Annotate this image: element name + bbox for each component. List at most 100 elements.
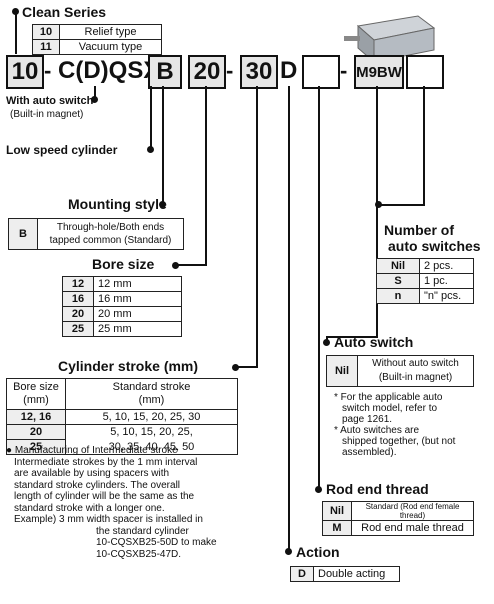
leader-line	[205, 86, 207, 266]
note-line: length of cylinder will be the same as t…	[6, 491, 242, 503]
num-switches-table: Nil2 pcs. S1 pc. n"n" pcs.	[376, 258, 474, 304]
switch-note: shipped together, (but not	[334, 436, 455, 447]
leader-dot	[375, 201, 382, 208]
rod-end-box	[302, 55, 340, 89]
num-code: Nil	[377, 259, 420, 274]
leader-line	[162, 86, 164, 204]
num-value: "n" pcs.	[420, 289, 474, 304]
bore-box: 20	[188, 55, 226, 89]
bore-code: 20	[63, 307, 94, 322]
note-line: Example) 3 mm width spacer is installed …	[6, 514, 242, 526]
num-switch-box	[406, 55, 444, 89]
auto-switch-desc: Without auto switch (Built-in magnet)	[358, 356, 474, 387]
action-code: D	[280, 57, 297, 85]
bore-code: 12	[63, 277, 94, 292]
mount-code: B	[9, 219, 38, 250]
leader-dot	[147, 146, 154, 153]
auto-switch-desc-1: Without auto switch	[362, 357, 469, 371]
stroke-head-std-1: Standard stroke	[70, 381, 233, 394]
auto-switch-title: Auto switch	[334, 334, 413, 350]
switch-note: page 1261.	[334, 414, 455, 425]
switch-note: switch model, refer to	[334, 403, 455, 414]
leader-line	[256, 86, 258, 368]
rod-value: Standard (Rod end female thread)	[352, 502, 474, 521]
mounting-title: Mounting style	[68, 196, 167, 212]
switch-note: assembled).	[334, 447, 455, 458]
auto-switch-code: Nil	[327, 356, 358, 387]
auto-switch-desc-2: (Built-in magnet)	[362, 371, 469, 385]
stroke-table: Bore size (mm) Standard stroke (mm) 12, …	[6, 378, 238, 455]
leader-dot	[315, 486, 322, 493]
note-line: standard stroke cylinders. The overall	[6, 480, 242, 492]
note-line: 10-CQSXB25-50D to make	[6, 537, 242, 549]
switch-notes: * For the applicable auto switch model, …	[334, 392, 455, 458]
dash: -	[44, 58, 51, 84]
stroke-head-bore-1: Bore size	[11, 381, 61, 394]
stroke-title: Cylinder stroke (mm)	[58, 358, 198, 374]
clean-label: Vacuum type	[60, 40, 162, 55]
rod-value: Rod end male thread	[352, 521, 474, 536]
note-line: ● Manufacturing of Intermediate stroke	[6, 445, 242, 457]
stroke-head-std-2: (mm)	[70, 394, 233, 407]
stroke-head-bore: Bore size (mm)	[7, 379, 66, 410]
switch-note: * For the applicable auto	[334, 392, 455, 403]
prefix-box: 10	[6, 55, 44, 89]
num-value: 1 pc.	[420, 274, 474, 289]
mounting-table: B Through-hole/Both ends tapped common (…	[8, 218, 184, 250]
action-title: Action	[296, 544, 340, 560]
auto-switch-table: Nil Without auto switch (Built-in magnet…	[326, 355, 474, 387]
note-line: 10-CQSXB25-47D.	[6, 549, 242, 561]
mount-box: B	[148, 55, 182, 89]
clean-series-title: Clean Series	[22, 4, 106, 20]
stroke-notes: ● Manufacturing of Intermediate stroke I…	[6, 445, 242, 560]
rod-code: Nil	[323, 502, 352, 521]
clean-code: 11	[33, 40, 60, 55]
bore-code: 16	[63, 292, 94, 307]
clean-code: 10	[33, 25, 60, 40]
num-switches-title-2: auto switches	[388, 238, 481, 254]
stroke-box: 30	[240, 55, 278, 89]
leader-line	[423, 86, 425, 206]
action-code-cell: D	[291, 567, 314, 582]
bore-size: 25 mm	[94, 322, 182, 337]
rod-end-title: Rod end thread	[326, 481, 429, 497]
dash: -	[340, 58, 347, 84]
stroke-bore: 20	[7, 425, 66, 440]
stroke-head-bore-2: (mm)	[11, 394, 61, 407]
num-switches-title: Number of auto switches	[384, 222, 481, 254]
mount-desc-1: Through-hole/Both ends	[42, 221, 179, 234]
leader-line	[15, 12, 17, 54]
auto-switch-label: With auto switch	[6, 95, 93, 107]
num-code: n	[377, 289, 420, 304]
leader-dot	[285, 548, 292, 555]
leader-line	[150, 86, 152, 148]
note-line: the standard cylinder	[6, 526, 242, 538]
mount-desc: Through-hole/Both ends tapped common (St…	[38, 219, 184, 250]
low-speed-label: Low speed cylinder	[6, 143, 117, 157]
leader-line	[288, 86, 290, 552]
leader-dot	[172, 262, 179, 269]
clean-label: Relief type	[60, 25, 162, 40]
note-line: standard stroke with a longer one.	[6, 503, 242, 515]
stroke-head-std: Standard stroke (mm)	[66, 379, 238, 410]
num-code: S	[377, 274, 420, 289]
stroke-values: 5, 10, 15, 20, 25, 30	[66, 410, 238, 425]
leader-line	[326, 336, 328, 342]
leader-line	[378, 204, 425, 206]
stroke-values: 5, 10, 15, 20, 25,	[66, 425, 238, 440]
bore-size: 12 mm	[94, 277, 182, 292]
leader-line	[176, 264, 207, 266]
mount-desc-2: tapped common (Standard)	[42, 234, 179, 247]
note-line: Intermediate strokes by the 1 mm interva…	[6, 457, 242, 469]
bore-size: 16 mm	[94, 292, 182, 307]
leader-line	[318, 86, 320, 490]
bore-code: 25	[63, 322, 94, 337]
num-switches-title-1: Number of	[384, 222, 481, 238]
num-value: 2 pcs.	[420, 259, 474, 274]
switch-note: * Auto switches are	[334, 425, 455, 436]
bore-title: Bore size	[92, 256, 154, 272]
